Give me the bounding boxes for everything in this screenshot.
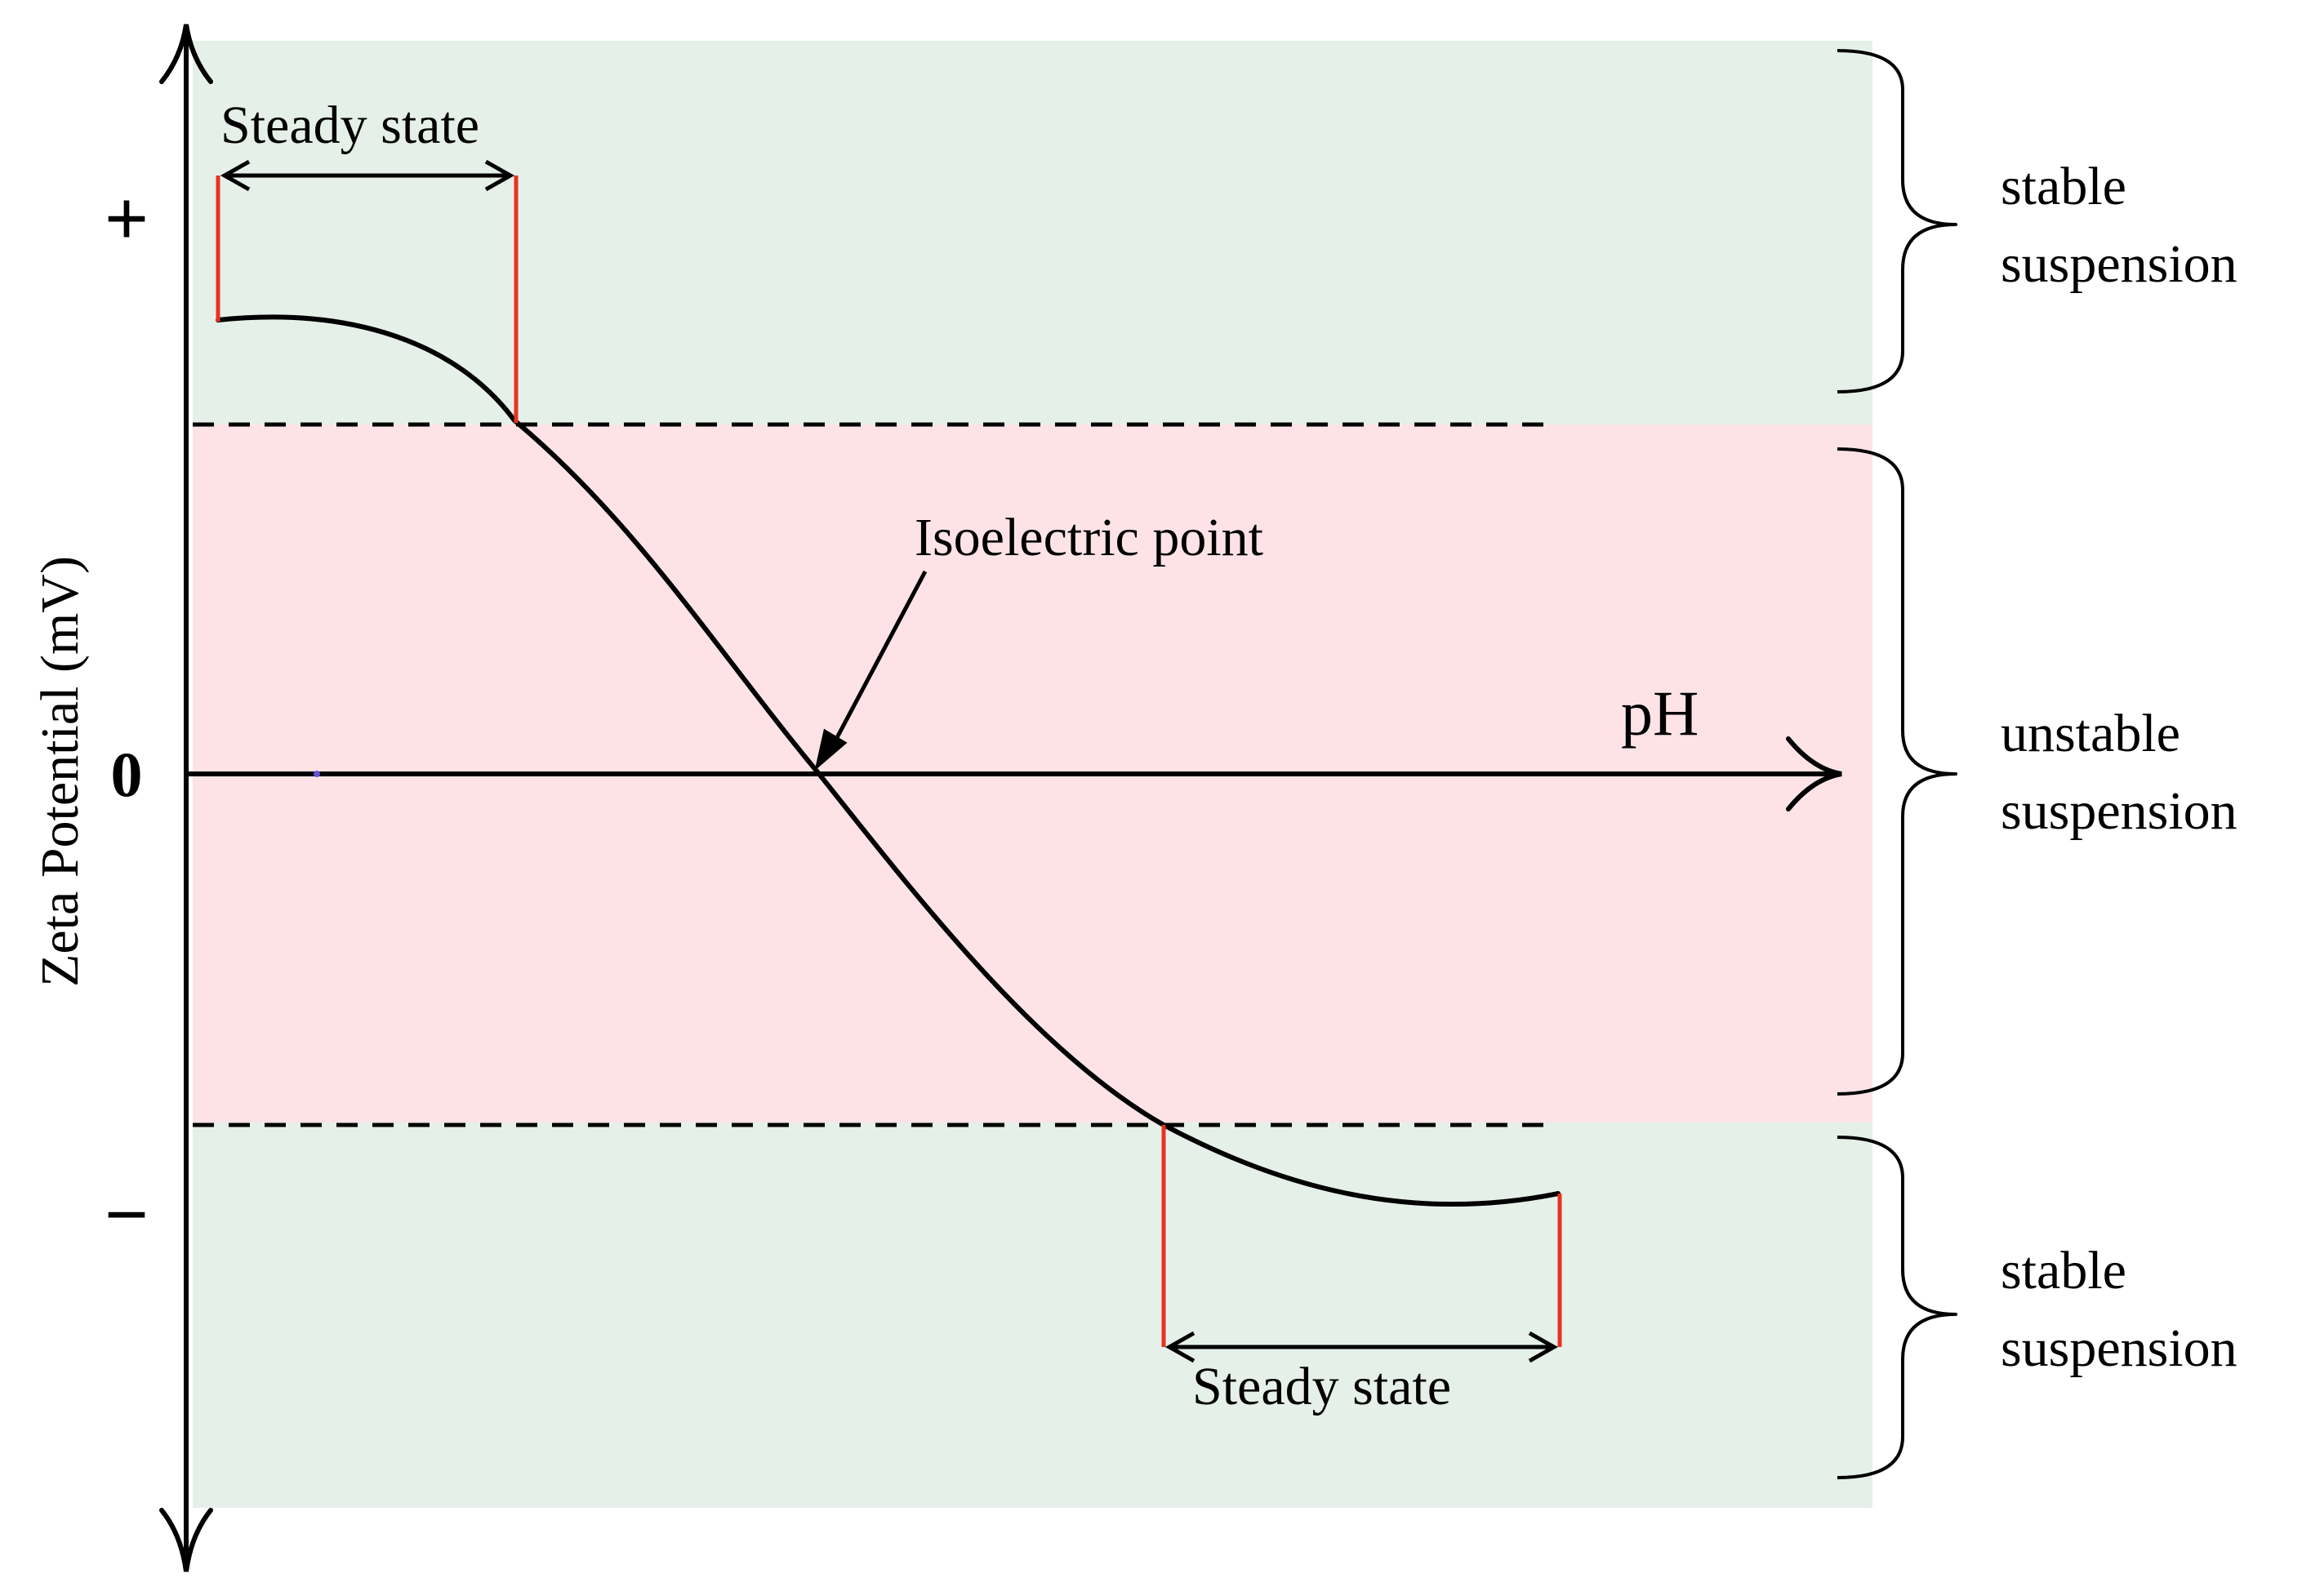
x-axis-label: pH <box>1621 678 1699 749</box>
region-label-stable-bottom: stable <box>2001 1241 2126 1300</box>
region-label-unstable: unstable <box>2001 704 2180 763</box>
isoelectric-pointer-arrow-icon <box>814 728 848 771</box>
arrow-head-left-icon <box>220 159 251 192</box>
negative-sign: − <box>105 1171 149 1258</box>
x-axis-arrow-icon <box>1786 736 1842 811</box>
stable-region-top <box>193 41 1872 425</box>
arrow-head-right-icon <box>1528 1331 1559 1363</box>
y-axis-arrow-up-icon <box>159 24 213 84</box>
zeta-potential-curve <box>216 314 1561 1207</box>
arrow-head-left-icon <box>1164 1331 1196 1363</box>
region-label-stable-top-2: suspension <box>2001 234 2237 294</box>
region-label-stable-bottom-2: suspension <box>2001 1318 2237 1378</box>
region-label-unstable-2: suspension <box>2001 781 2237 841</box>
brace-unstable <box>1837 447 1957 1096</box>
axis-origin-dot <box>314 771 320 777</box>
y-axis-arrow-down-icon <box>159 1508 213 1572</box>
steady-state-label-bottom: Steady state <box>1192 1357 1451 1416</box>
isoelectric-pointer-line <box>824 570 928 759</box>
brace-stable-top <box>1837 49 1957 393</box>
brace-stable-bottom <box>1837 1136 1957 1479</box>
positive-sign: + <box>105 175 149 262</box>
arrow-head-right-icon <box>484 159 515 192</box>
steady-state-label-top: Steady state <box>220 96 479 155</box>
stable-region-bottom <box>193 1123 1872 1508</box>
region-label-stable-top: stable <box>2001 157 2126 216</box>
isoelectric-point-label: Isoelectric point <box>915 508 1263 567</box>
y-axis-label: Zeta Potential (mV) <box>30 556 90 987</box>
zero-label: 0 <box>111 739 143 810</box>
